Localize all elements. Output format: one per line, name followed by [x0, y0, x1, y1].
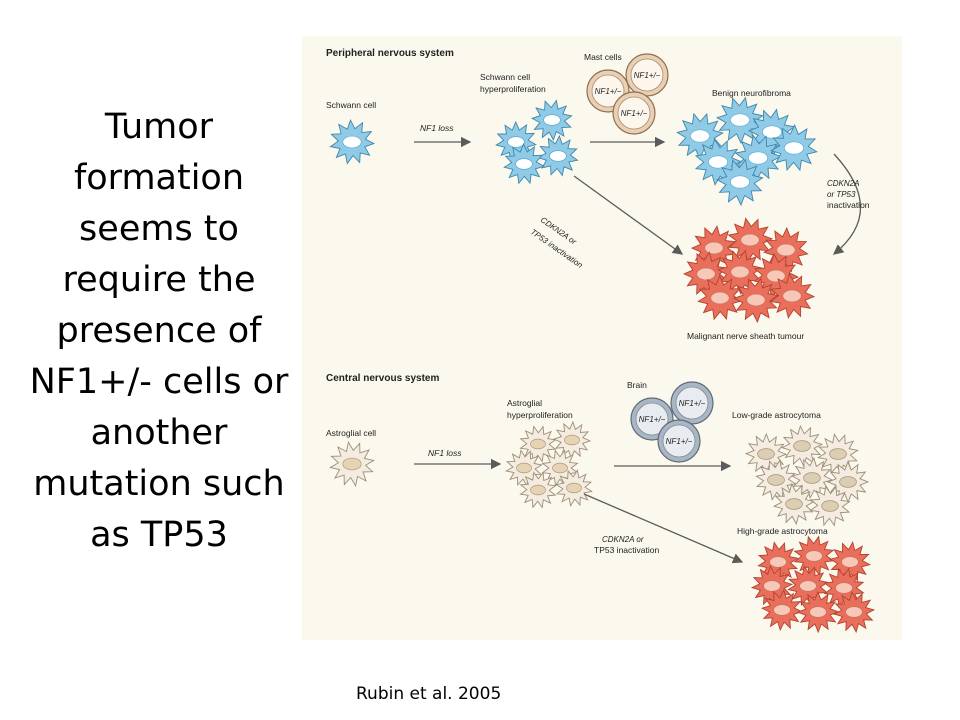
pns-inact-right-3: inactivation: [827, 200, 870, 210]
mast-cell-label: NF1+/−: [595, 87, 622, 96]
cell-nucleus: [769, 556, 787, 568]
mast-cells-label: Mast cells: [584, 52, 622, 62]
cell-nucleus: [552, 462, 568, 474]
cell-nucleus: [515, 158, 533, 170]
cell-nucleus: [803, 472, 821, 484]
low-grade-label: Low-grade astrocytoma: [732, 410, 821, 420]
brain-cell-label: NF1+/−: [639, 415, 666, 424]
cell-nucleus: [841, 556, 859, 568]
pns-hyperprolif-label-2: hyperproliferation: [480, 84, 546, 94]
cell-nucleus: [746, 293, 766, 307]
cell-nucleus: [507, 136, 525, 148]
high-grade-astrocytoma-cluster: [750, 535, 876, 634]
cns-inact-1: CDKN2A or: [602, 535, 644, 544]
schwann-hyperproliferation-cluster: [495, 99, 579, 185]
cell-nucleus: [763, 580, 781, 592]
cns-nf1-loss-label: NF1 loss: [428, 448, 462, 458]
cell-nucleus: [516, 462, 532, 474]
pns-heading: Peripheral nervous system: [326, 48, 454, 59]
benign-to-malignant-arrow: [832, 153, 862, 255]
cns-heading: Central nervous system: [326, 373, 439, 384]
cell-nucleus: [799, 580, 817, 592]
cns-inactivation-arrow: [583, 493, 744, 564]
cell-nucleus: [845, 606, 863, 618]
nf1-tumor-pathway-figure: Peripheral nervous system Schwann cell N…: [302, 36, 902, 640]
brain-cells-group: NF1+/− NF1+/− NF1+/−: [630, 381, 714, 463]
cell-nucleus: [835, 582, 853, 594]
cell-nucleus: [767, 474, 785, 486]
cell-nucleus: [839, 476, 857, 488]
cell-nucleus: [776, 243, 796, 257]
slide-title: Tumor formation seems to require the pre…: [29, 107, 289, 555]
low-grade-astrocytoma-cluster: [744, 424, 870, 527]
cell-nucleus: [782, 289, 802, 303]
cell-nucleus: [729, 113, 751, 127]
citation: Rubin et al. 2005: [356, 684, 502, 704]
pns-inact-right-2: or TP53: [827, 190, 856, 199]
pns-inact-right-1: CDKN2A: [827, 179, 859, 188]
mast-cells-group: NF1+/− NF1+/− NF1+/−: [586, 53, 669, 135]
cell-nucleus: [757, 448, 775, 460]
brain-cell-label: NF1+/−: [679, 399, 706, 408]
cell-nucleus: [730, 265, 750, 279]
malignant-tumour-label: Malignant nerve sheath tumour: [687, 331, 804, 341]
cell-nucleus: [342, 135, 362, 149]
cell-nucleus: [564, 434, 580, 446]
cell-nucleus: [829, 448, 847, 460]
cell-nucleus: [707, 155, 729, 169]
cell-nucleus: [773, 604, 791, 616]
cns-hyperprolif-label-2: hyperproliferation: [507, 410, 573, 420]
cell-nucleus: [766, 269, 786, 283]
cell-nucleus: [530, 438, 546, 450]
cell-nucleus: [747, 151, 769, 165]
cell-nucleus: [689, 129, 711, 143]
cns-inact-2: TP53 inactivation: [594, 545, 659, 555]
cell-nucleus: [785, 498, 803, 510]
benign-neurofibroma-cluster: [676, 96, 818, 207]
astroglial-cell: [329, 441, 375, 487]
cell-nucleus: [761, 125, 783, 139]
mast-cell-label: NF1+/−: [634, 71, 661, 80]
pns-inactivation-arrow: [573, 175, 684, 255]
cell-nucleus: [740, 233, 760, 247]
cell-nucleus: [696, 267, 716, 281]
cns-hyperprolif-label-1: Astroglial: [507, 398, 542, 408]
pathway-diagram: Peripheral nervous system Schwann cell N…: [326, 48, 876, 634]
cell-nucleus: [549, 150, 567, 162]
cell-nucleus: [530, 484, 546, 496]
cell-nucleus: [704, 241, 724, 255]
cell-nucleus: [783, 141, 805, 155]
schwann-cell-label: Schwann cell: [326, 100, 376, 110]
malignant-tumour-cluster: [682, 217, 816, 324]
cell-nucleus: [729, 175, 751, 189]
cell-nucleus: [821, 500, 839, 512]
pns-nf1-loss-label: NF1 loss: [420, 123, 454, 133]
cell-nucleus: [566, 482, 582, 494]
schwann-cell: [329, 118, 376, 165]
mast-cell-label: NF1+/−: [621, 109, 648, 118]
astroglial-hyperproliferation-cluster: [505, 420, 593, 509]
high-grade-label: High-grade astrocytoma: [737, 526, 828, 536]
cell-nucleus: [805, 550, 823, 562]
cell-nucleus: [710, 291, 730, 305]
cell-nucleus: [342, 457, 362, 471]
cell-nucleus: [543, 114, 561, 126]
brain-label: Brain: [627, 380, 647, 390]
cell-nucleus: [809, 606, 827, 618]
brain-cell-label: NF1+/−: [666, 437, 693, 446]
cell-nucleus: [793, 440, 811, 452]
benign-neurofibroma-label: Benign neurofibroma: [712, 88, 791, 98]
pns-hyperprolif-label-1: Schwann cell: [480, 72, 530, 82]
astroglial-cell-label: Astroglial cell: [326, 428, 376, 438]
